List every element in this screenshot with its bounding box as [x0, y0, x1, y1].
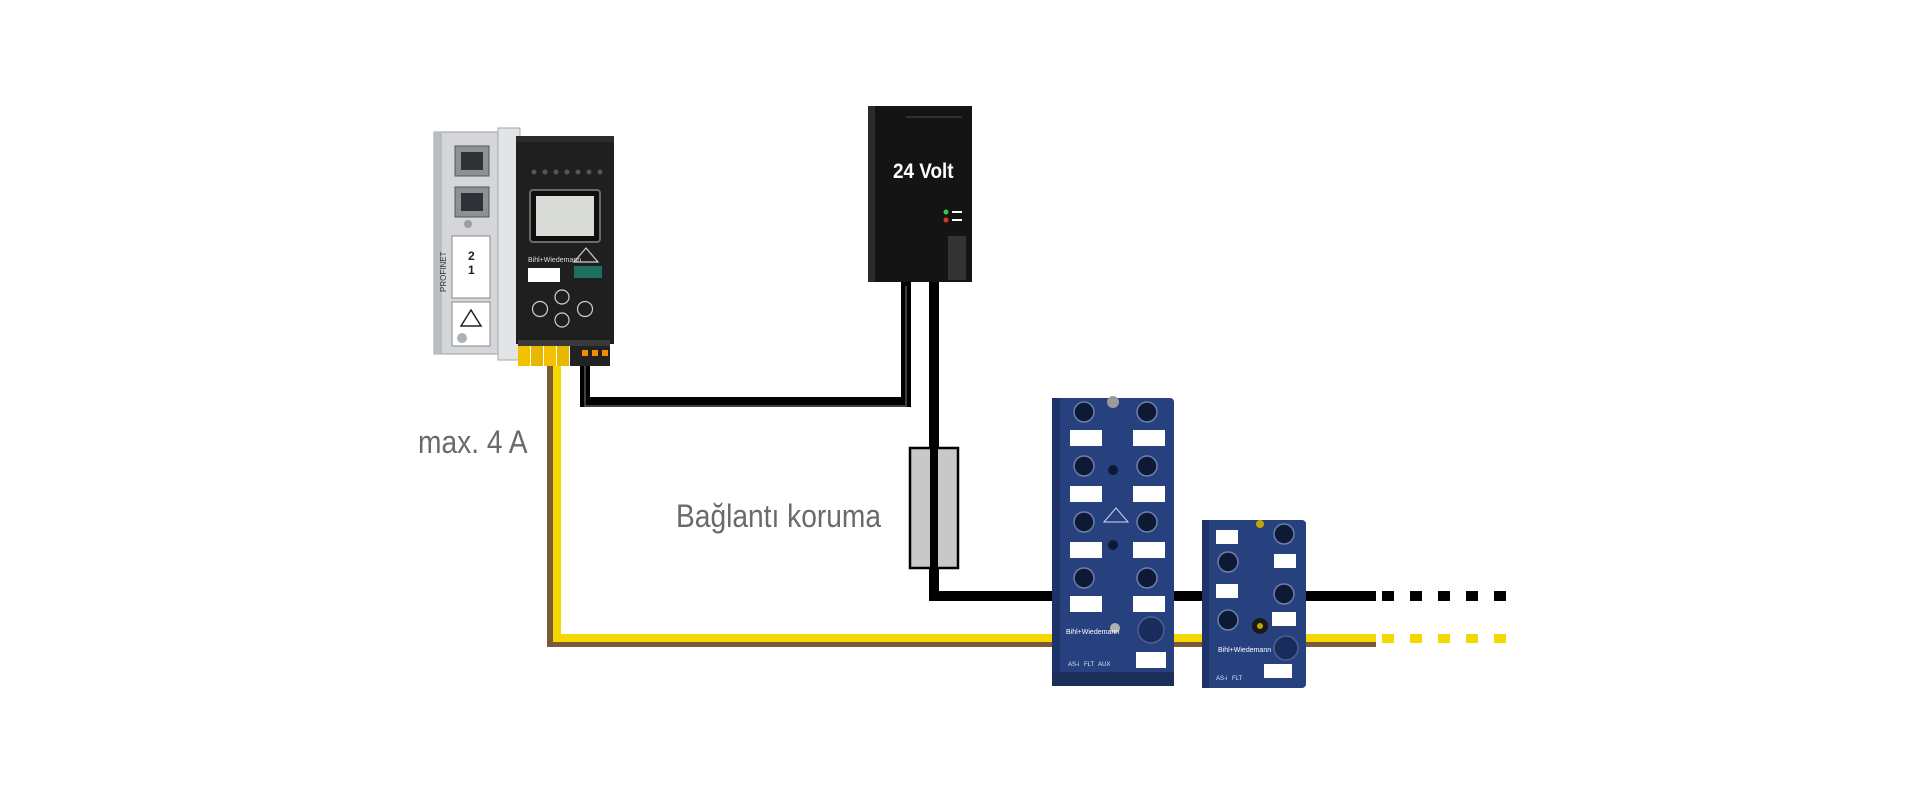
protection-label: Bağlantı koruma — [676, 498, 882, 534]
svg-text:1: 1 — [468, 263, 475, 277]
gateway-side-label: PROFINET — [439, 251, 448, 292]
module-large-led-flt: FLT — [1084, 662, 1095, 668]
module-small-led-asi: AS-i — [1216, 676, 1227, 682]
power-cable-gateway — [580, 282, 911, 407]
module-large-brand: Bihl+Wiedemann — [1066, 629, 1119, 636]
gateway-terminals — [518, 346, 610, 366]
asi-cable-dashes — [1382, 634, 1506, 643]
asi-module-small: Bihl+Wiedemann AS-i FLT — [1202, 520, 1306, 688]
svg-text:2: 2 — [468, 249, 475, 263]
power-supply-label: 24 Volt — [893, 160, 954, 183]
module-small-brand: Bihl+Wiedemann — [1218, 647, 1271, 654]
module-large-led-aux: AUX — [1098, 662, 1110, 668]
module-large-led-asi: AS-i — [1068, 662, 1079, 668]
gateway-brand: Bihl+Wiedemann — [528, 257, 581, 264]
asi-module-large: Bihl+Wiedemann AS-i FLT AUX — [1052, 396, 1174, 686]
gateway: PROFINET 2 1 Bihl+Wiedemann — [433, 127, 614, 366]
max-current-label: max. 4 A — [418, 424, 528, 460]
power-supply — [868, 106, 972, 282]
power-cable-dashes — [1382, 591, 1506, 601]
module-small-led-flt: FLT — [1232, 676, 1243, 682]
